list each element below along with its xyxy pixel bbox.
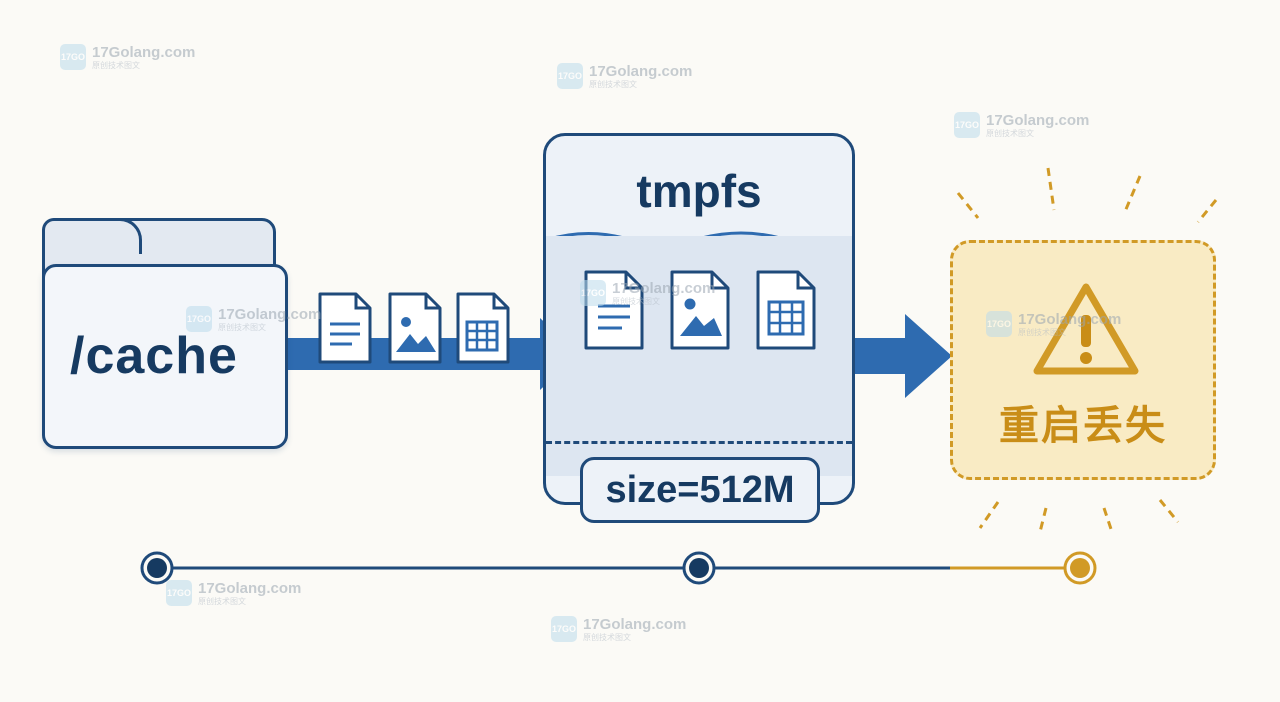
spreadsheet-icon [756,270,816,350]
folder-tab [42,218,142,254]
moving-files [318,292,510,364]
timeline-node-1 [140,551,174,585]
spreadsheet-icon [456,292,510,364]
folder-front [42,264,288,449]
timeline-node-3 [1063,551,1097,585]
document-icon [318,292,372,364]
warning-label: 重启丢失 [999,404,1167,448]
folder-label: /cache [70,327,238,385]
watermark-logo-icon: 17GO [60,44,86,70]
watermark-logo-icon: 17GO [166,580,192,606]
tmpfs-box: tmpfs [543,133,855,505]
watermark-logo-icon: 17GO [954,112,980,138]
image-icon [388,292,442,364]
watermark-logo-icon: 17GO [986,311,1012,337]
watermark-logo-icon: 17GO [580,280,606,306]
warning-icon [1033,283,1139,375]
timeline-node-2 [682,551,716,585]
image-icon [670,270,730,350]
tmpfs-divider [546,441,852,444]
watermark-logo-icon: 17GO [551,616,577,642]
watermark-logo-icon: 17GO [186,306,212,332]
cache-folder: /cache [40,218,290,453]
arrow-tmpfs-to-warning [855,314,952,398]
watermark-logo-icon: 17GO [557,63,583,89]
tmpfs-size-label: size=512M [580,457,820,523]
warning-box: 重启丢失 [950,240,1216,480]
tmpfs-title: tmpfs [636,165,762,217]
warning-rays [956,167,1218,533]
